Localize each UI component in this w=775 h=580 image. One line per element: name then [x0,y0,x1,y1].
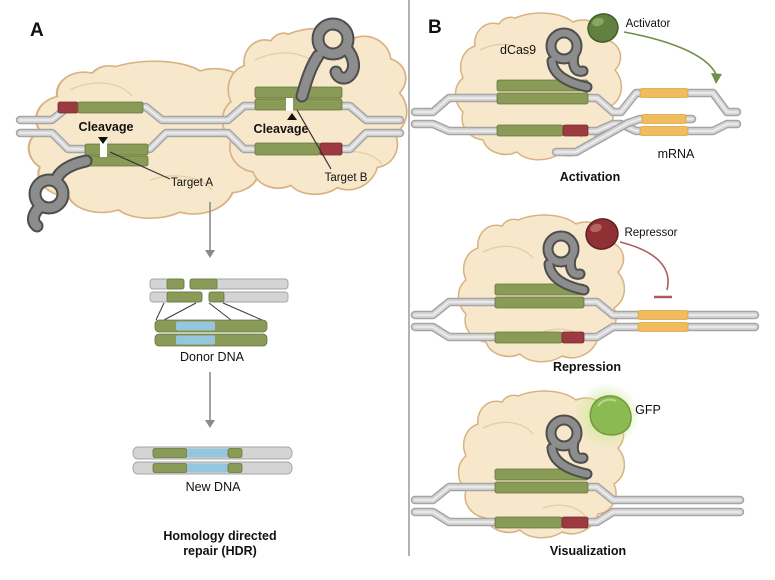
dcas9-protein-icon [457,390,626,539]
cas9-protein-left-icon [27,60,273,220]
new-dna-label: New DNA [186,480,242,494]
repression-inhibit-arrow-icon [619,241,672,299]
cleavage-left-label: Cleavage [79,120,134,134]
homology-connector-lines [155,302,263,321]
activation-arrow-icon [623,31,722,84]
sgrna-loop-right-icon [295,17,361,103]
donor-dna-label: Donor DNA [180,350,245,364]
target-b-leader-line [296,109,332,170]
new-dna-bars [132,446,293,475]
panel-a: A [20,17,408,558]
cleavage-right-marker-icon [287,113,297,120]
cleavage-right-label: Cleavage [254,122,309,136]
activator-protein-icon [587,13,619,43]
repression-caption: Repression [553,360,621,374]
activated-gene-segment [639,88,689,98]
mrna-label: mRNA [658,147,695,161]
repressor-protein-icon [585,218,619,250]
hdr-caption-line1: Homology directed [163,529,276,543]
gfp-label: GFP [635,403,661,417]
sgrna-loop-left-icon [27,154,93,233]
activation-diagram: dCas9 Activator [415,12,737,184]
repression-diagram: Repressor Repression [415,214,755,374]
activator-label: Activator [626,18,671,30]
gfp-protein-icon [589,395,632,436]
target-a-label: Target A [171,177,214,189]
flow-arrow-2-icon [205,372,215,428]
panel-b: B dCas9 [415,12,755,558]
panel-a-label: A [30,20,44,41]
activation-caption: Activation [560,170,620,184]
donor-dna-bars [154,319,268,347]
target-a-site [57,101,149,167]
panel-b-label: B [428,17,442,38]
target-a-leader-line [109,151,171,180]
dcas9-label: dCas9 [500,43,536,57]
visualization-diagram: GFP Visualization [415,383,740,558]
repressor-label: Repressor [624,227,677,239]
repressed-gene-segment [637,310,689,320]
flow-arrow-1-icon [205,202,215,258]
cut-dna-fragments [149,278,289,303]
visualization-caption: Visualization [550,544,626,558]
hdr-caption-line2: repair (HDR) [183,544,257,558]
cleavage-left-marker-icon [98,137,108,144]
target-b-label: Target B [325,172,368,184]
